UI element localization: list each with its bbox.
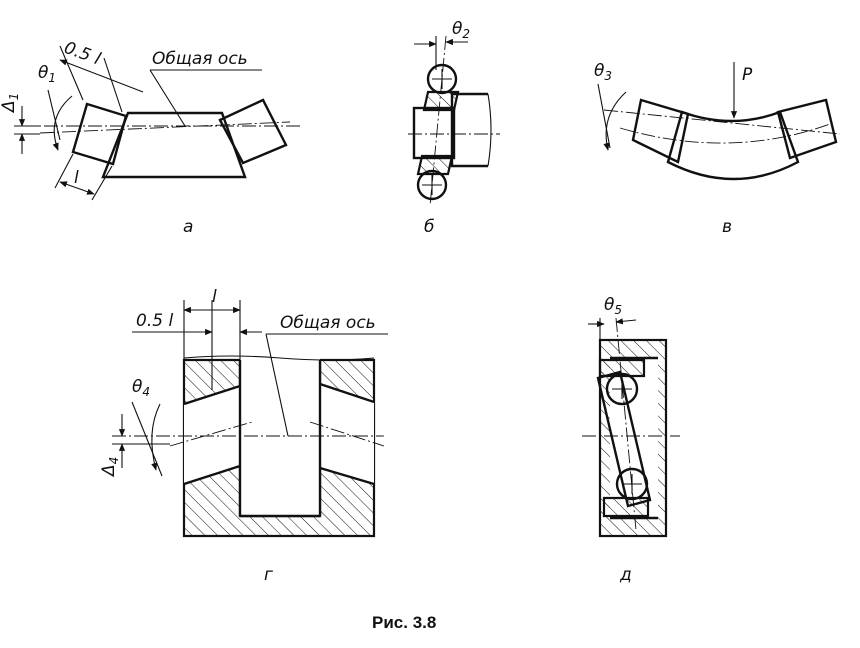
panel-b: θ2 б	[408, 19, 500, 237]
panel-a-ext-line-2	[103, 57, 123, 113]
panel-a-angle-leader	[47, 89, 61, 141]
panel-v-force-label: P	[742, 65, 753, 85]
panel-g-letter: г	[264, 565, 273, 585]
panel-b-shaft	[450, 92, 488, 168]
panel-a-dim-half-line	[59, 59, 144, 93]
panel-v-angle-arc	[603, 91, 627, 151]
panel-g-angle-arc	[151, 403, 161, 471]
panel-g-dim-l-label: l	[212, 287, 217, 307]
panel-g-left-bore-top	[183, 384, 241, 406]
panel-a-axis-label: Общая ось	[152, 49, 248, 69]
panel-b-inner-ring-bottom	[416, 154, 454, 176]
panel-g-right-bore-top	[319, 382, 375, 404]
panel-d-tilted-axis	[615, 317, 637, 531]
panel-v-letter: в	[722, 217, 732, 237]
panel-b-letter: б	[424, 217, 434, 237]
panel-g-left-bore-bottom	[183, 464, 241, 486]
panel-a-right-shaft	[218, 98, 288, 165]
panel-d-ball-top	[605, 372, 639, 406]
panel-g-right-axis	[309, 421, 385, 447]
panel-b-ball-bottom	[416, 169, 448, 201]
panel-b-shaft-break	[487, 93, 492, 167]
panel-v-curved-axis	[619, 123, 831, 144]
panel-g-right-bore-bottom	[319, 466, 375, 486]
panel-g-axis-label: Общая ось	[280, 313, 376, 333]
panel-v-angle-label: θ3	[594, 61, 612, 83]
panel-a: 0.5 l l Общая ось θ1 Δ1 а	[0, 38, 300, 237]
panel-a-letter: а	[183, 217, 193, 237]
panel-g-offset-label: Δ4	[99, 457, 121, 478]
panel-g: l 0.5 l Общая ось θ4 Δ4 г	[99, 287, 388, 585]
panel-v-angle-leader	[597, 83, 611, 149]
panel-g-left-axis	[169, 421, 253, 447]
panel-a-common-axis	[39, 121, 291, 134]
panel-a-offset-label: Δ1	[0, 93, 21, 114]
panel-g-left-bore-fill	[184, 386, 240, 484]
figure-caption: Рис. 3.8	[372, 613, 436, 632]
panel-v-bent-body	[666, 110, 800, 181]
panel-d-ball-bottom	[615, 467, 649, 501]
panel-v-chord-axis	[603, 109, 841, 135]
panel-a-angle-arc	[52, 95, 73, 151]
panel-a-axis-leader	[149, 69, 186, 127]
panel-d: θ5 д	[582, 295, 680, 585]
panel-d-race-top	[598, 358, 646, 378]
panel-a-dim-l-label: l	[74, 168, 79, 188]
panel-g-right-bore-fill	[320, 384, 374, 484]
panel-a-angle-label: θ1	[38, 63, 56, 85]
panel-v-left-shaft	[631, 98, 690, 164]
panel-a-left-shaft	[71, 102, 128, 166]
panel-g-dim-half-label: 0.5 l	[136, 311, 173, 331]
panel-a-ext-line-4	[91, 165, 113, 201]
panel-g-bore-fill	[240, 344, 320, 516]
panel-v: P θ3 в	[594, 61, 841, 237]
panel-b-tilted-axis	[429, 35, 447, 207]
panel-d-angle-arrow-right	[615, 318, 637, 325]
panel-b-sleeve	[412, 106, 456, 160]
panel-a-coupling-body	[101, 111, 247, 179]
panel-g-angle-leader	[131, 401, 163, 477]
panel-g-axis-leader	[265, 333, 289, 437]
panel-d-letter: д	[619, 565, 632, 585]
panel-a-dim-l-line	[59, 181, 95, 195]
panel-b-ball-top	[426, 63, 458, 95]
panel-g-angle-label: θ4	[132, 377, 150, 399]
panel-a-ext-line-3	[54, 153, 74, 189]
panel-d-race-bottom	[602, 496, 650, 518]
panel-a-ext-line-1	[59, 45, 84, 101]
panel-b-angle-label: θ2	[452, 19, 470, 41]
panel-v-right-shaft	[776, 98, 838, 160]
panel-b-inner-ring-top	[422, 90, 460, 112]
panel-d-angle-label: θ5	[604, 295, 622, 317]
